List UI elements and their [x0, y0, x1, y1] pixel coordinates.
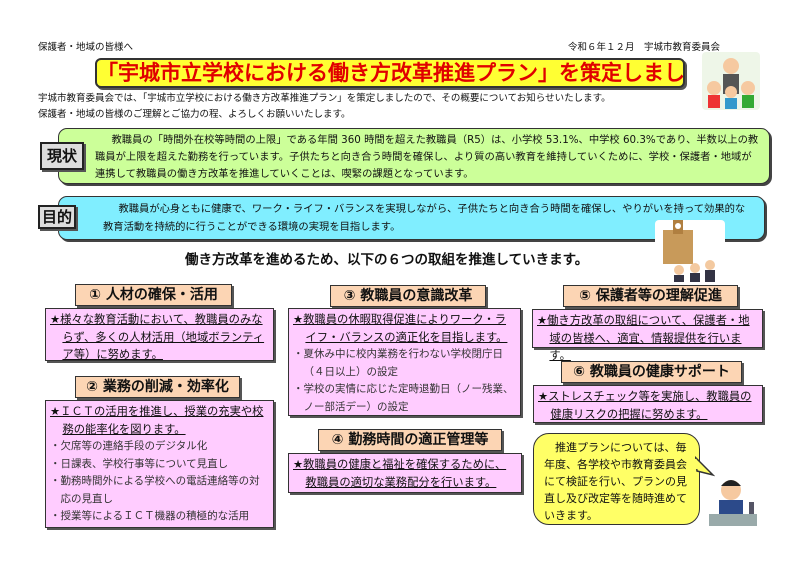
initiative-5-box: ★働き方改革の取組について、保護者・地域の皆様へ、適宜、情報提供を行います。 [532, 309, 763, 362]
initiatives-heading: 働き方改革を進めるため、以下の６つの取組を推進していきます。 [185, 252, 589, 268]
initiative-6-box: ★ストレスチェック等を実施し、教職員の健康リスクの把握に努めます。 [533, 385, 763, 423]
purpose-text: 教職員が心身ともに健康で、ワーク・ライフ・バランスを実現しながら、子供たちと向き… [103, 203, 746, 233]
purpose-panel: 教職員が心身ともに健康で、ワーク・ライフ・バランスを実現しながら、子供たちと向き… [58, 196, 765, 240]
teacher-illustration-icon [705, 472, 761, 530]
initiative-2-box: ★ＩＣＴの活用を推進し、授業の充実や校務の能率化を図ります。 ・欠席等の連絡手段… [45, 400, 274, 528]
initiative-4-box: ★教職員の健康と福祉を確保するために、教職員の適切な業務配分を行います。 [288, 453, 522, 493]
initiative-2-bullet: ・授業等によるＩＣＴ機器の積極的な活用 [50, 510, 250, 522]
initiative-1-heading: ① 人材の確保・活用 [75, 284, 232, 306]
initiative-2-heading: ② 業務の削減・効率化 [75, 376, 240, 398]
initiative-2-bullet: ・日課表、学校行事等について見直し [50, 457, 229, 470]
current-status-text: 教職員の「時間外在校等時間の上限」である年間 360 時間を超えた教職員（R5）… [95, 134, 759, 180]
people-illustration-icon [702, 52, 760, 110]
initiative-1-box: ★様々な教育活動において、教職員のみならず、多くの人材活用（地域ボランティア等）… [45, 308, 274, 361]
initiative-5-text: ★働き方改革の取組について、保護者・地域の皆様へ、適宜、情報提供を行います。 [537, 314, 750, 362]
current-status-panel: 教職員の「時間外在校等時間の上限」である年間 360 時間を超えた教職員（R5）… [58, 128, 770, 184]
initiative-2-bullet: ・勤務時間外による学校への電話連絡等の対応の見直し [50, 475, 260, 505]
initiative-3-bullet: ・夏休み中に校内業務を行わない学校閉庁日（４日以上）の設定 [293, 348, 503, 378]
current-status-label: 現状 [40, 142, 84, 170]
school-illustration-icon [655, 220, 725, 282]
intro-line-2: 保護者・地域の皆様のご理解とご協力の程、よろしくお願いいたします。 [38, 109, 351, 120]
purpose-label: 目的 [38, 205, 76, 229]
initiative-5-heading: ⑤ 保護者等の理解促進 [563, 285, 738, 307]
initiative-6-text: ★ストレスチェック等を実施し、教職員の健康リスクの把握に努めます。 [538, 390, 752, 421]
initiative-3-bullet: ・学校の実情に応じた定時退勤日（ノー残業、ノー部活デー）の設定 [293, 383, 514, 413]
initiative-1-text: ★様々な教育活動において、教職員のみならず、多くの人材活用（地域ボランティア等）… [50, 313, 265, 361]
initiative-3-heading: ③ 教職員の意識改革 [330, 285, 486, 307]
initiative-4-heading: ④ 勤務時間の適正管理等 [318, 429, 502, 451]
date-issuer: 令和６年１２月 宇城市教育委員会 [568, 42, 721, 53]
initiative-4-text: ★教職員の健康と福祉を確保するために、教職員の適切な業務配分を行います。 [293, 458, 507, 489]
speech-bubble-tail-icon [695, 455, 715, 477]
initiative-6-heading: ⑥ 教職員の健康サポート [561, 361, 742, 383]
initiative-2-bullet: ・欠席等の連絡手段のデジタル化 [50, 440, 208, 452]
initiative-3-box: ★教職員の休暇取得促進によりワーク・ライフ・バランスの適正化を目指します。 ・夏… [288, 308, 521, 416]
page-title: 「宇城市立学校における働き方改革推進プラン」を策定しました！ [95, 58, 685, 88]
initiative-3-text: ★教職員の休暇取得促進によりワーク・ライフ・バランスの適正化を目指します。 [293, 313, 508, 344]
speech-bubble-text: 推進プランについては、毎年度、各学校や市教育委員会にて検証を行い、プランの見直し… [544, 441, 687, 522]
speech-bubble: 推進プランについては、毎年度、各学校や市教育委員会にて検証を行い、プランの見直し… [533, 433, 700, 525]
recipient: 保護者・地域の皆様へ [38, 42, 134, 53]
intro-line-1: 宇城市教育委員会では、「宇城市立学校における働き方改革推進プラン」を策定しました… [38, 93, 611, 104]
initiative-2-text: ★ＩＣＴの活用を推進し、授業の充実や校務の能率化を図ります。 [50, 405, 264, 436]
